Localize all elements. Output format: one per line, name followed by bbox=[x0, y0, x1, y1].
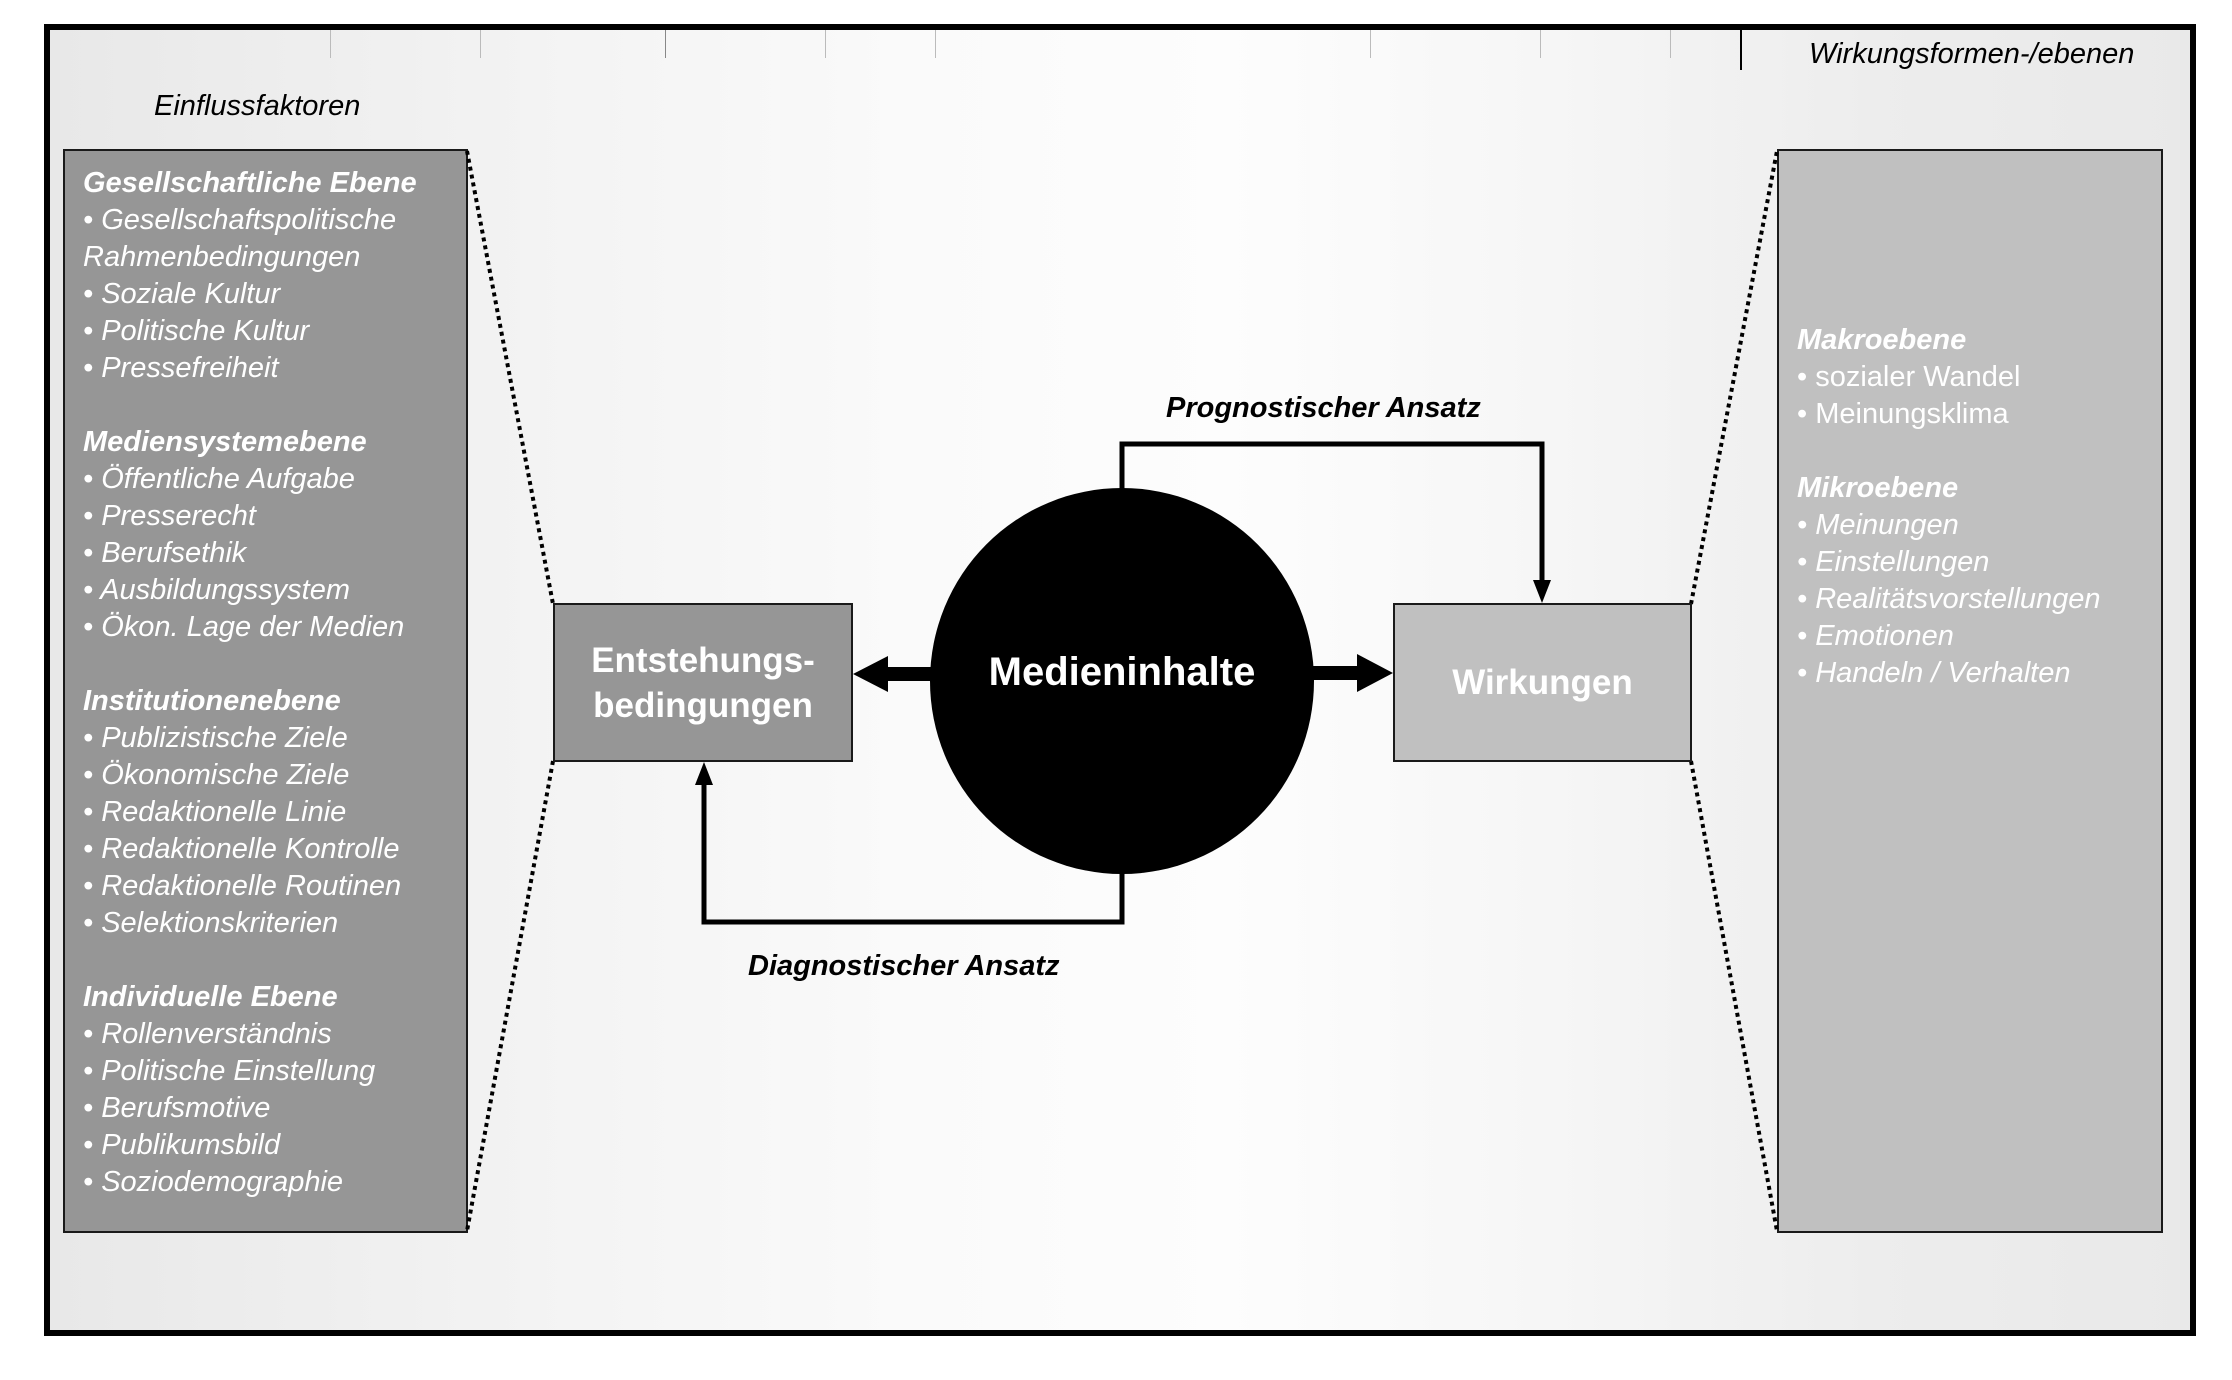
connector-right-top bbox=[1689, 150, 1779, 605]
origin-conditions-box: Entstehungs- bedingungen bbox=[553, 603, 853, 762]
left-header: Einflussfaktoren bbox=[154, 90, 361, 122]
scan-tick bbox=[665, 30, 666, 58]
origin-conditions-label-line2: bedingungen bbox=[593, 685, 813, 725]
origin-conditions-label-line1: Entstehungs- bbox=[591, 640, 815, 680]
list-item: • Politische Kultur bbox=[83, 315, 310, 347]
list-item: • Emotionen bbox=[1797, 620, 1954, 652]
connector-left-top bbox=[465, 150, 555, 605]
list-item: • Politische Einstellung bbox=[83, 1055, 376, 1087]
arrow-to-origin-head bbox=[853, 656, 888, 692]
connector-left-bottom bbox=[465, 760, 555, 1232]
header-divider bbox=[1740, 28, 1742, 70]
list-item: • Ökon. Lage der Medien bbox=[83, 611, 405, 643]
group-heading: Makroebene bbox=[1797, 324, 1967, 356]
list-item: • Öffentliche Aufgabe bbox=[83, 463, 355, 495]
group-heading: Individuelle Ebene bbox=[83, 981, 338, 1013]
list-item: • Gesellschaftspolitische bbox=[83, 204, 397, 236]
prognostic-path bbox=[1119, 441, 1545, 585]
list-item: • Redaktionelle Kontrolle bbox=[83, 833, 400, 865]
list-item: • Soziale Kultur bbox=[83, 278, 281, 310]
effects-label: Wirkungen bbox=[1452, 662, 1633, 702]
scan-tick bbox=[1670, 30, 1671, 58]
right-header: Wirkungsformen-/ebenen bbox=[1809, 38, 2135, 70]
list-item: • Ökonomische Ziele bbox=[83, 759, 350, 791]
influence-factors-panel: Gesellschaftliche Ebene • Gesellschaftspo… bbox=[63, 149, 468, 1233]
list-item: • Einstellungen bbox=[1797, 546, 1990, 578]
list-item: • Publikumsbild bbox=[83, 1129, 281, 1161]
media-content-label: Medieninhalte bbox=[988, 650, 1256, 694]
list-item: • sozialer Wandel bbox=[1797, 361, 2021, 393]
list-item: • Presserecht bbox=[83, 500, 256, 532]
effect-levels-panel: Makroebene • sozialer Wandel • Meinungskli… bbox=[1777, 149, 2163, 1233]
group-heading: Institutionenebene bbox=[83, 685, 341, 717]
list-item: • Soziodemographie bbox=[83, 1166, 344, 1198]
group-heading: Gesellschaftliche Ebene bbox=[83, 167, 417, 199]
list-item: • Redaktionelle Routinen bbox=[83, 870, 402, 902]
list-item: • Handeln / Verhalten bbox=[1797, 657, 2071, 689]
list-item: • Berufsethik bbox=[83, 537, 247, 569]
arrow-to-effects-head bbox=[1357, 654, 1393, 692]
connector-right-bottom bbox=[1689, 760, 1779, 1232]
diagnostic-arrowhead bbox=[695, 762, 713, 785]
scan-tick bbox=[1540, 30, 1541, 58]
list-item: • Berufsmotive bbox=[83, 1092, 271, 1124]
prognostic-arrowhead bbox=[1533, 580, 1551, 603]
diagnostic-path bbox=[701, 780, 1125, 925]
arrow-to-effects-shaft bbox=[1310, 666, 1358, 680]
list-item: • Meinungen bbox=[1797, 509, 1959, 541]
media-content-circle bbox=[930, 488, 1314, 874]
scan-tick bbox=[935, 30, 936, 58]
list-item: • Meinungsklima bbox=[1797, 398, 2009, 430]
scan-tick bbox=[1370, 30, 1371, 58]
scan-tick bbox=[330, 30, 331, 58]
prognostic-approach-label: Prognostischer Ansatz bbox=[1166, 392, 1481, 424]
list-item: • Publizistische Ziele bbox=[83, 722, 348, 754]
list-item: • Selektionskriterien bbox=[83, 907, 339, 939]
arrow-to-origin-shaft bbox=[886, 667, 934, 681]
list-item: • Redaktionelle Linie bbox=[83, 796, 347, 828]
list-item: • Realitätsvorstellungen bbox=[1797, 583, 2101, 615]
effects-box: Wirkungen bbox=[1393, 603, 1692, 762]
list-item: • Pressefreiheit bbox=[83, 352, 279, 384]
group-heading: Mikroebene bbox=[1797, 472, 1959, 504]
list-item: • Ausbildungssystem bbox=[83, 574, 350, 606]
diagnostic-approach-label: Diagnostischer Ansatz bbox=[748, 950, 1060, 982]
list-item: • Rollenverständnis bbox=[83, 1018, 332, 1050]
list-item: Rahmenbedingungen bbox=[83, 241, 361, 273]
scan-tick bbox=[480, 30, 481, 58]
group-heading: Mediensystemebene bbox=[83, 426, 367, 458]
scan-tick bbox=[825, 30, 826, 58]
